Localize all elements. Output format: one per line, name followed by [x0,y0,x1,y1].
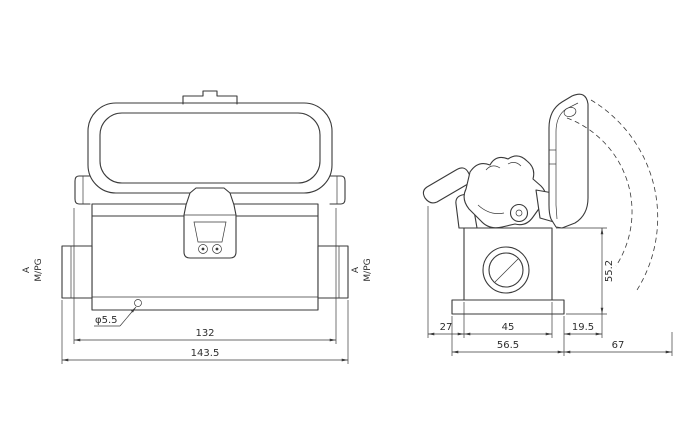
claw-detail-2 [507,162,522,167]
latch-screw-right-dot [215,247,219,251]
lever-pivot-pin [515,209,523,217]
cover-outline [548,93,589,229]
cable-entry-inner [488,252,524,288]
side-body-outline [463,227,553,301]
latch-outline [183,187,237,259]
rear-offset-label: 19.5 [572,322,594,333]
claw-detail-1 [485,165,501,171]
lever-offset-label: 27 [440,322,453,333]
left-section-label: A [22,266,32,273]
lever-handle [422,167,474,204]
overall-width-label: 143.5 [191,348,220,359]
overall-depth-label: 67 [612,340,625,351]
cable-entry-slot [494,258,519,283]
hole-leader-line [119,306,137,327]
latch-screw-left [198,244,208,254]
mount-hole [134,299,142,307]
left-thread-label: M/PG [34,258,44,281]
front-dimensions: φ5.5 132 143.5 [61,208,349,364]
cover-boss [563,107,577,117]
front-view [61,90,349,311]
swing-arc-outer [590,99,659,291]
lever-claw [463,155,547,229]
height-label: 55.2 [604,260,615,282]
lever-pivot [509,203,529,223]
bale-top-tab [182,90,238,105]
bale-clamp-inner [99,112,321,184]
right-thread-label: M/PG [363,258,373,281]
right-section-label: A [351,266,361,273]
right-bushing [317,245,349,299]
body-depth-label: 45 [502,322,515,333]
flange-outline [451,299,565,315]
side-view [422,93,659,315]
side-dimensions: 55.2 27 45 19.5 56.5 67 [427,206,673,356]
latch-screw-right [212,244,222,254]
hole-dimension-label: φ5.5 [95,315,118,326]
bale-clamp-outer [87,102,333,194]
left-bushing [61,245,93,299]
flange-depth-label: 56.5 [497,340,519,351]
latch-inner [193,221,227,243]
inner-width-label: 132 [195,328,214,339]
latch-screw-left-dot [201,247,205,251]
right-ear [329,175,346,205]
cable-entry-outer [482,246,530,294]
front-view-labels: A M/PG A M/PG [22,258,373,281]
claw-detail-3 [477,204,505,214]
swing-arc-inner [566,117,633,267]
left-ear [74,175,91,205]
